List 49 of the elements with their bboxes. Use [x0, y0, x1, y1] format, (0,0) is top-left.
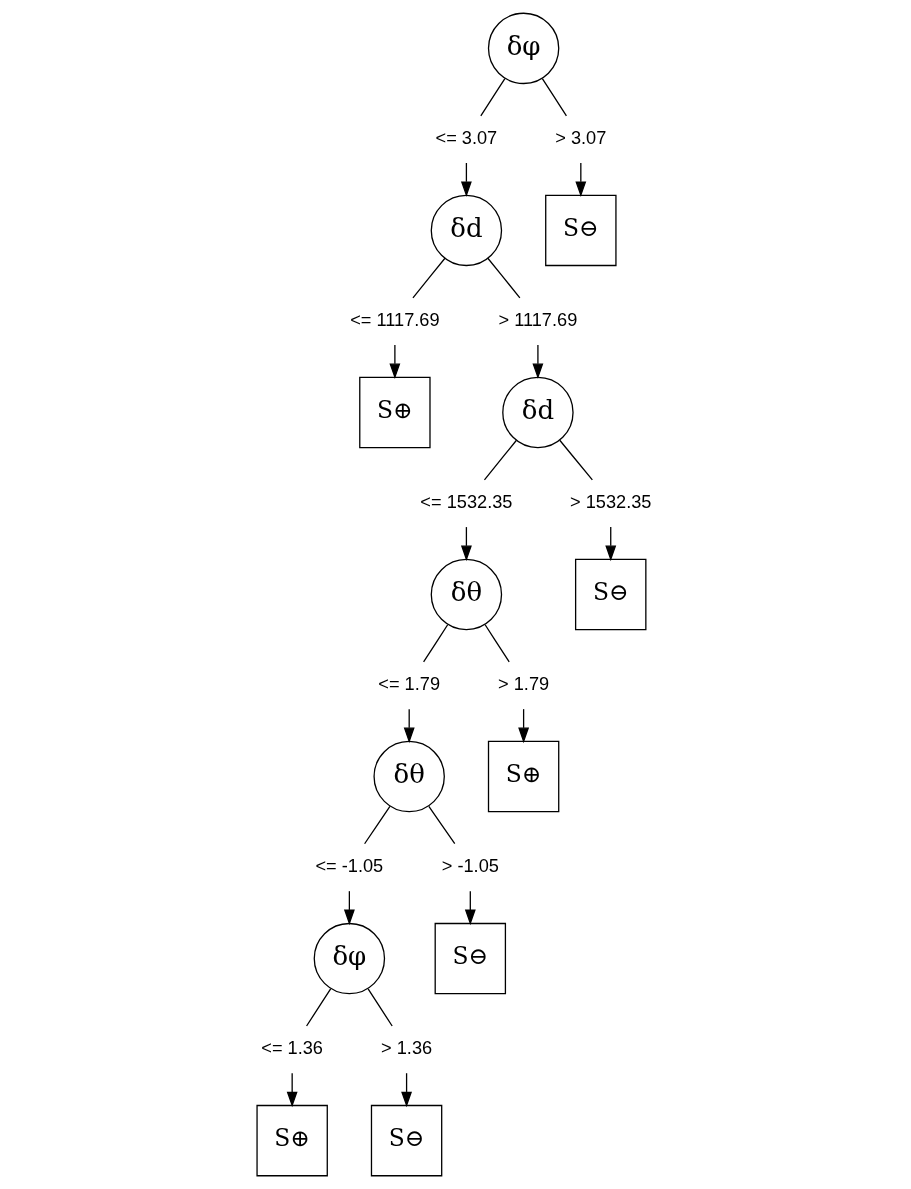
arrow — [574, 162, 586, 198]
arrow — [286, 1072, 298, 1108]
node-circle: δθ — [372, 740, 445, 813]
node-text: <= 3.07 — [435, 128, 497, 149]
node-text: > -1.05 — [441, 856, 499, 877]
node-box: S⊖ — [544, 194, 617, 267]
connector — [483, 439, 517, 481]
node-box: S⊕ — [358, 376, 431, 449]
arrow — [464, 890, 476, 926]
connector — [479, 77, 506, 117]
node-box: S⊖ — [370, 1104, 442, 1177]
arrow — [517, 708, 529, 744]
connector — [366, 988, 393, 1027]
arrow — [460, 526, 472, 562]
arrow — [343, 890, 355, 926]
node-box: S⊖ — [434, 922, 506, 995]
node-text: <= -1.05 — [314, 856, 383, 877]
connector — [363, 805, 391, 845]
node-text: > 1.36 — [380, 1038, 432, 1059]
connector — [541, 77, 567, 117]
node-box: S⊕ — [487, 740, 559, 813]
node-text: > 1117.69 — [498, 310, 577, 331]
node-text: <= 1.79 — [377, 674, 440, 695]
arrow — [400, 1072, 412, 1108]
connector — [422, 624, 448, 663]
node-text: > 1532.35 — [569, 492, 651, 513]
connector — [411, 257, 446, 299]
connector — [486, 257, 520, 299]
node-circle: δφ — [313, 922, 385, 995]
arrow — [403, 708, 415, 744]
node-text: <= 1117.69 — [349, 310, 440, 331]
arrow — [460, 162, 472, 198]
node-box: S⊕ — [255, 1104, 328, 1177]
node-circle: δθ — [430, 558, 502, 631]
node-circle: δd — [501, 376, 574, 449]
node-circle: δd — [430, 194, 502, 267]
node-circle: δφ — [487, 12, 559, 85]
node-text: > 3.07 — [554, 128, 606, 149]
arrow — [604, 526, 616, 562]
node-text: > 1.79 — [497, 674, 549, 695]
node-box: S⊖ — [574, 558, 646, 631]
arrow — [388, 344, 400, 380]
connector — [427, 805, 455, 845]
connector — [305, 988, 331, 1027]
node-text: <= 1532.35 — [419, 492, 512, 513]
connector — [558, 439, 593, 481]
node-text: <= 1.36 — [260, 1038, 323, 1059]
connector — [484, 624, 510, 663]
arrow — [531, 344, 543, 380]
